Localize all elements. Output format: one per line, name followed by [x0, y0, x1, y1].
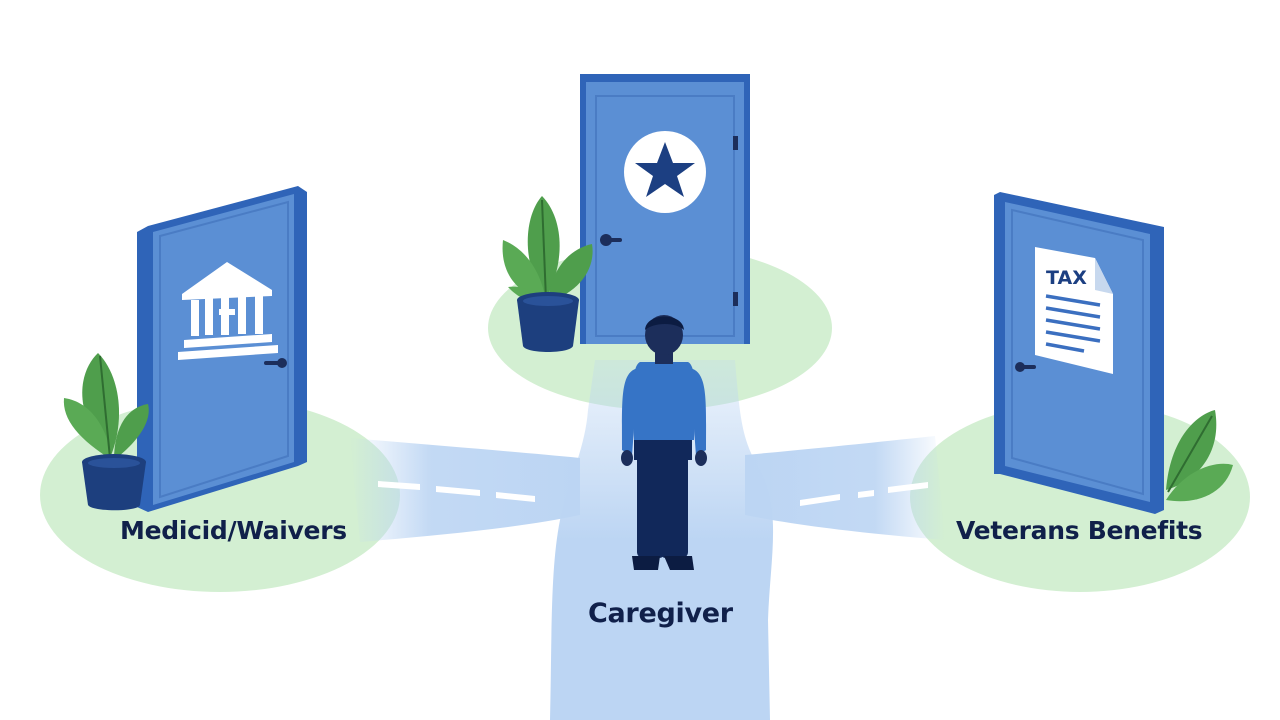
- plant-right: [1166, 410, 1233, 502]
- path-right: [745, 436, 945, 540]
- caregiver-person: [621, 315, 707, 570]
- label-caregiver: Caregiver: [588, 598, 733, 629]
- plant-left: [63, 353, 149, 511]
- plant-center: [502, 196, 593, 352]
- tax-icon-text: TAX: [1046, 267, 1087, 289]
- grass-island-left: [40, 398, 400, 592]
- door-left[interactable]: [137, 186, 307, 512]
- tax-document-icon: TAX: [1035, 247, 1113, 374]
- label-medicaid-waivers: Medicid/Waivers: [120, 516, 347, 545]
- bank-building-icon: [178, 262, 278, 360]
- label-veterans-benefits: Veterans Benefits: [956, 516, 1203, 545]
- door-left-handle: [277, 358, 287, 368]
- road-dashes-right: [800, 482, 928, 506]
- door-right-handle: [1015, 362, 1025, 372]
- star-icon: [635, 142, 695, 197]
- road-dashes-left: [378, 481, 535, 502]
- door-center[interactable]: [580, 74, 750, 344]
- door-right[interactable]: TAX: [994, 192, 1164, 514]
